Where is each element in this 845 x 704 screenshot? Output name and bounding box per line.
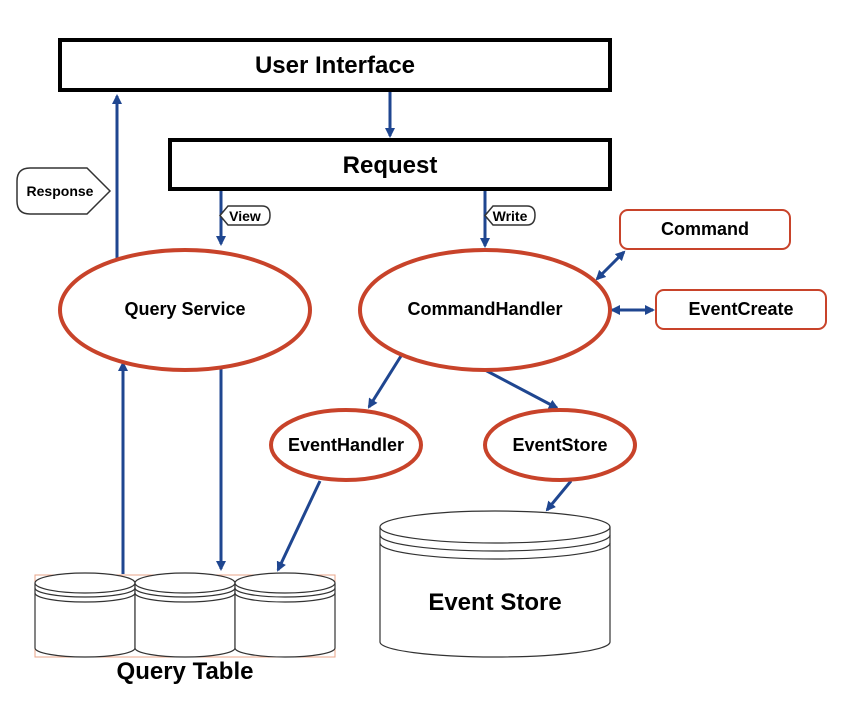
event-store-db-label: Event Store <box>428 589 561 616</box>
command-box: Command <box>619 209 791 250</box>
eventcreate-label: EventCreate <box>688 299 793 319</box>
query-table-group: Query Table <box>34 572 336 685</box>
command-handler-label: CommandHandler <box>407 299 562 319</box>
command-label: Command <box>661 219 749 239</box>
query-table-label: Query Table <box>117 658 254 685</box>
query-table-cylinder <box>34 572 136 658</box>
arrow-eventhandler-to-query-table <box>276 480 322 572</box>
query-service-node: Query Service <box>58 248 312 372</box>
event-handler-node: EventHandler <box>269 408 423 482</box>
write-label: Write <box>493 208 528 224</box>
query-service-label: Query Service <box>124 299 245 319</box>
request-box: Request <box>168 138 612 191</box>
user-interface-label: User Interface <box>255 52 415 79</box>
request-label: Request <box>343 152 438 179</box>
eventcreate-box: EventCreate <box>655 289 827 330</box>
eventstore-node: EventStore <box>483 408 637 482</box>
query-table-cylinder <box>134 572 236 658</box>
response-label: Response <box>27 183 94 199</box>
user-interface-box: User Interface <box>58 38 612 92</box>
view-label: View <box>229 208 261 224</box>
eventstore-node-label: EventStore <box>512 435 607 455</box>
arrow-command-handler-to-eventhandler <box>367 355 403 409</box>
event-handler-label: EventHandler <box>288 435 404 455</box>
write-tag: Write <box>484 205 536 226</box>
command-handler-node: CommandHandler <box>358 248 612 372</box>
arrow-eventstore-to-db <box>545 480 573 512</box>
arrow-command-handler-command <box>595 250 626 281</box>
event-store-database: Event Store <box>379 510 611 658</box>
response-tag: Response <box>16 167 112 215</box>
view-tag: View <box>219 205 271 226</box>
connectors <box>112 92 655 574</box>
query-table-cylinder <box>234 572 336 658</box>
arrow-command-handler-to-eventstore <box>484 368 559 410</box>
